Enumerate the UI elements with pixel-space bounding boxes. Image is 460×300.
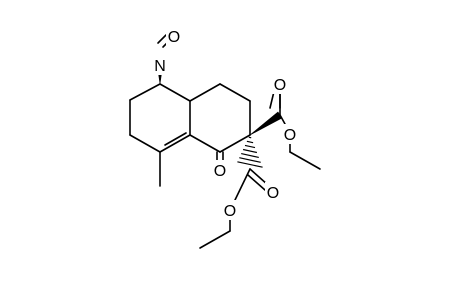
n-o-double-bond-b [157,34,167,44]
bond-c2-c1 [219,134,251,153]
ester1-ethyl-ch2-ch3 [289,151,321,170]
ester1-carbonyl-oxygen: O [274,77,286,94]
ester2-carbonyl-double-b [247,174,266,191]
ester2-carbonyl-oxygen: O [267,185,279,202]
ch2-wedge-bond [249,111,283,136]
ester1-co-bond [279,114,286,125]
double-bond-c8-c8a [159,134,191,153]
ketone-oxygen: O [214,163,226,180]
bond-c7-c8 [129,134,161,153]
double-bond-c8-c8a-inner [164,132,187,146]
ester2-ethyl-ch2-ch3 [199,230,231,249]
ester2-ether-oxygen: O [224,203,236,220]
ester2-hashed-bond [237,136,263,168]
bond-c1-c8a [189,134,221,153]
bond-c4a-c5 [159,83,191,102]
bond-c4a-c4 [189,83,221,102]
bond-c4-c3 [219,83,251,102]
nitroso-oxygen: O [168,29,180,46]
ester1-ether-oxygen: O [284,127,296,144]
ester2-co-bond [234,168,251,201]
nitroso-nitrogen: N [154,58,166,75]
bond-c5-c6 [129,83,161,101]
